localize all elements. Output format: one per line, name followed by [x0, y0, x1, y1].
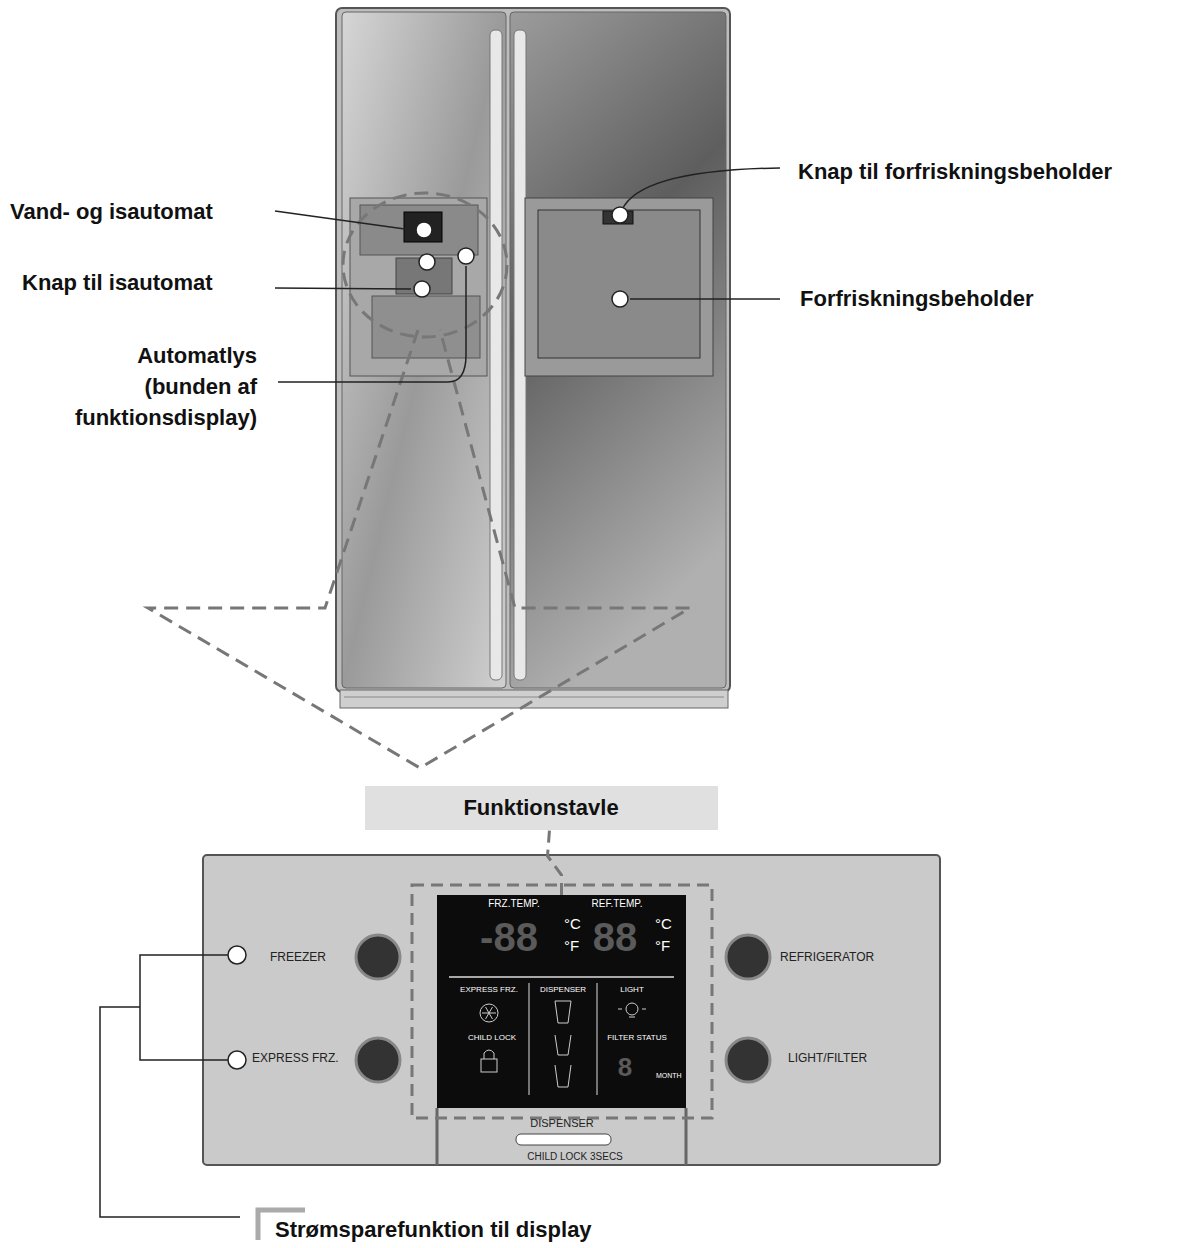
drawing-part [336, 8, 730, 692]
display-text: -88 [480, 915, 538, 960]
display-text: REF.TEMP. [592, 898, 643, 909]
drawing-part [612, 207, 628, 223]
button-label: FREEZER [270, 950, 326, 964]
snowflake-icon [486, 1007, 493, 1019]
dashed-connector [548, 830, 562, 895]
display-text: °F [564, 937, 579, 954]
snowflake-icon [480, 1004, 498, 1022]
drawing-part [630, 298, 780, 300]
control-panel-parts [100, 855, 940, 1240]
drawing-part [510, 12, 726, 688]
bulb-icon [642, 1009, 646, 1010]
drawing-part [372, 296, 480, 358]
display-text: CHILD LOCK [468, 1033, 516, 1042]
display-text: °C [655, 915, 672, 932]
refrigerator-drawing [336, 8, 730, 708]
button-label: DISPENSER [530, 1117, 594, 1129]
display-text: EXPRESS FRZ. [460, 985, 518, 994]
callout-label: Automatlys (bunden af funktionsdisplay) [47, 341, 257, 433]
callout-label: Knap til forfriskningsbeholder [798, 159, 1112, 185]
button-label: LIGHT/FILTER [788, 1051, 867, 1065]
button-label: CHILD LOCK 3SECS [527, 1151, 623, 1162]
callout-label: Strømsparefunktion til display [275, 1217, 592, 1243]
dashed-zoom-outline [148, 193, 690, 768]
drawing-part [360, 205, 478, 255]
callout-label: Knap til isautomat [22, 270, 213, 296]
display-text: 8 [618, 1052, 632, 1083]
divider [449, 976, 674, 978]
drawing-part [612, 291, 628, 307]
display-text: MONTH [656, 1072, 682, 1079]
cup-icon [555, 1035, 571, 1055]
drawing-part [203, 855, 940, 1165]
drawing-part [514, 30, 526, 680]
display-text: LIGHT [620, 985, 644, 994]
lock-icon [481, 1059, 497, 1072]
drawing-part [275, 211, 412, 230]
cup-icon [555, 1001, 571, 1023]
drawing-part [340, 690, 728, 708]
button-label: EXPRESS FRZ. [252, 1051, 339, 1065]
drawing-part [416, 222, 432, 238]
display-text: 88 [593, 915, 638, 960]
display-text: FILTER STATUS [607, 1033, 667, 1042]
drawing-part [275, 288, 411, 289]
drawing-part [356, 1038, 400, 1082]
drawing-part [412, 885, 712, 1118]
display-screen: FRZ.TEMP. REF.TEMP. -88 °C °F 88 °C °F EXPRESS F… [437, 895, 686, 1108]
callout-dots [414, 207, 628, 307]
divider [597, 983, 598, 1095]
control-panel: FREEZER EXPRESS FRZ. REFRIGERATOR LIGHT/FIL… [203, 855, 940, 1165]
drawing-part [726, 935, 770, 979]
drawing-part [404, 212, 442, 242]
panel-title: Funktionstavle [463, 795, 618, 821]
drawing-part [490, 30, 502, 680]
drawing-part [342, 12, 506, 688]
drawing-part [343, 193, 507, 337]
title-band: Funktionstavle [365, 786, 718, 830]
drawing-part [356, 935, 400, 979]
snowflake-icon [486, 1007, 493, 1019]
display-text: DISPENSER [540, 985, 586, 994]
display-text: FRZ.TEMP. [488, 898, 539, 909]
drawing-part [525, 198, 713, 376]
drawing-part [278, 266, 466, 382]
bulb-icon [618, 1009, 622, 1010]
drawing-part [100, 955, 240, 1217]
callout-label: Vand- og isautomat [10, 199, 213, 225]
drawing-part [516, 1134, 611, 1145]
drawing-part [458, 248, 474, 264]
cup-icon [555, 1065, 571, 1087]
divider [529, 983, 530, 1095]
lock-icon [484, 1050, 494, 1059]
drawing-part [414, 281, 430, 297]
bulb-icon [626, 1003, 638, 1015]
drawing-part [538, 210, 700, 358]
leader-lines [275, 168, 780, 382]
button-label: REFRIGERATOR [780, 950, 874, 964]
display-icons [437, 895, 686, 1108]
bulb-icon [629, 1017, 635, 1018]
drawing-part [228, 1051, 246, 1069]
display-text: °C [564, 915, 581, 932]
drawing-part [344, 697, 724, 698]
drawing-part [726, 1038, 770, 1082]
display-text: °F [655, 937, 670, 954]
drawing-part [419, 254, 435, 270]
drawing-part [622, 168, 780, 210]
drawing-part [228, 946, 246, 964]
callout-label: Forfriskningsbeholder [800, 286, 1033, 312]
